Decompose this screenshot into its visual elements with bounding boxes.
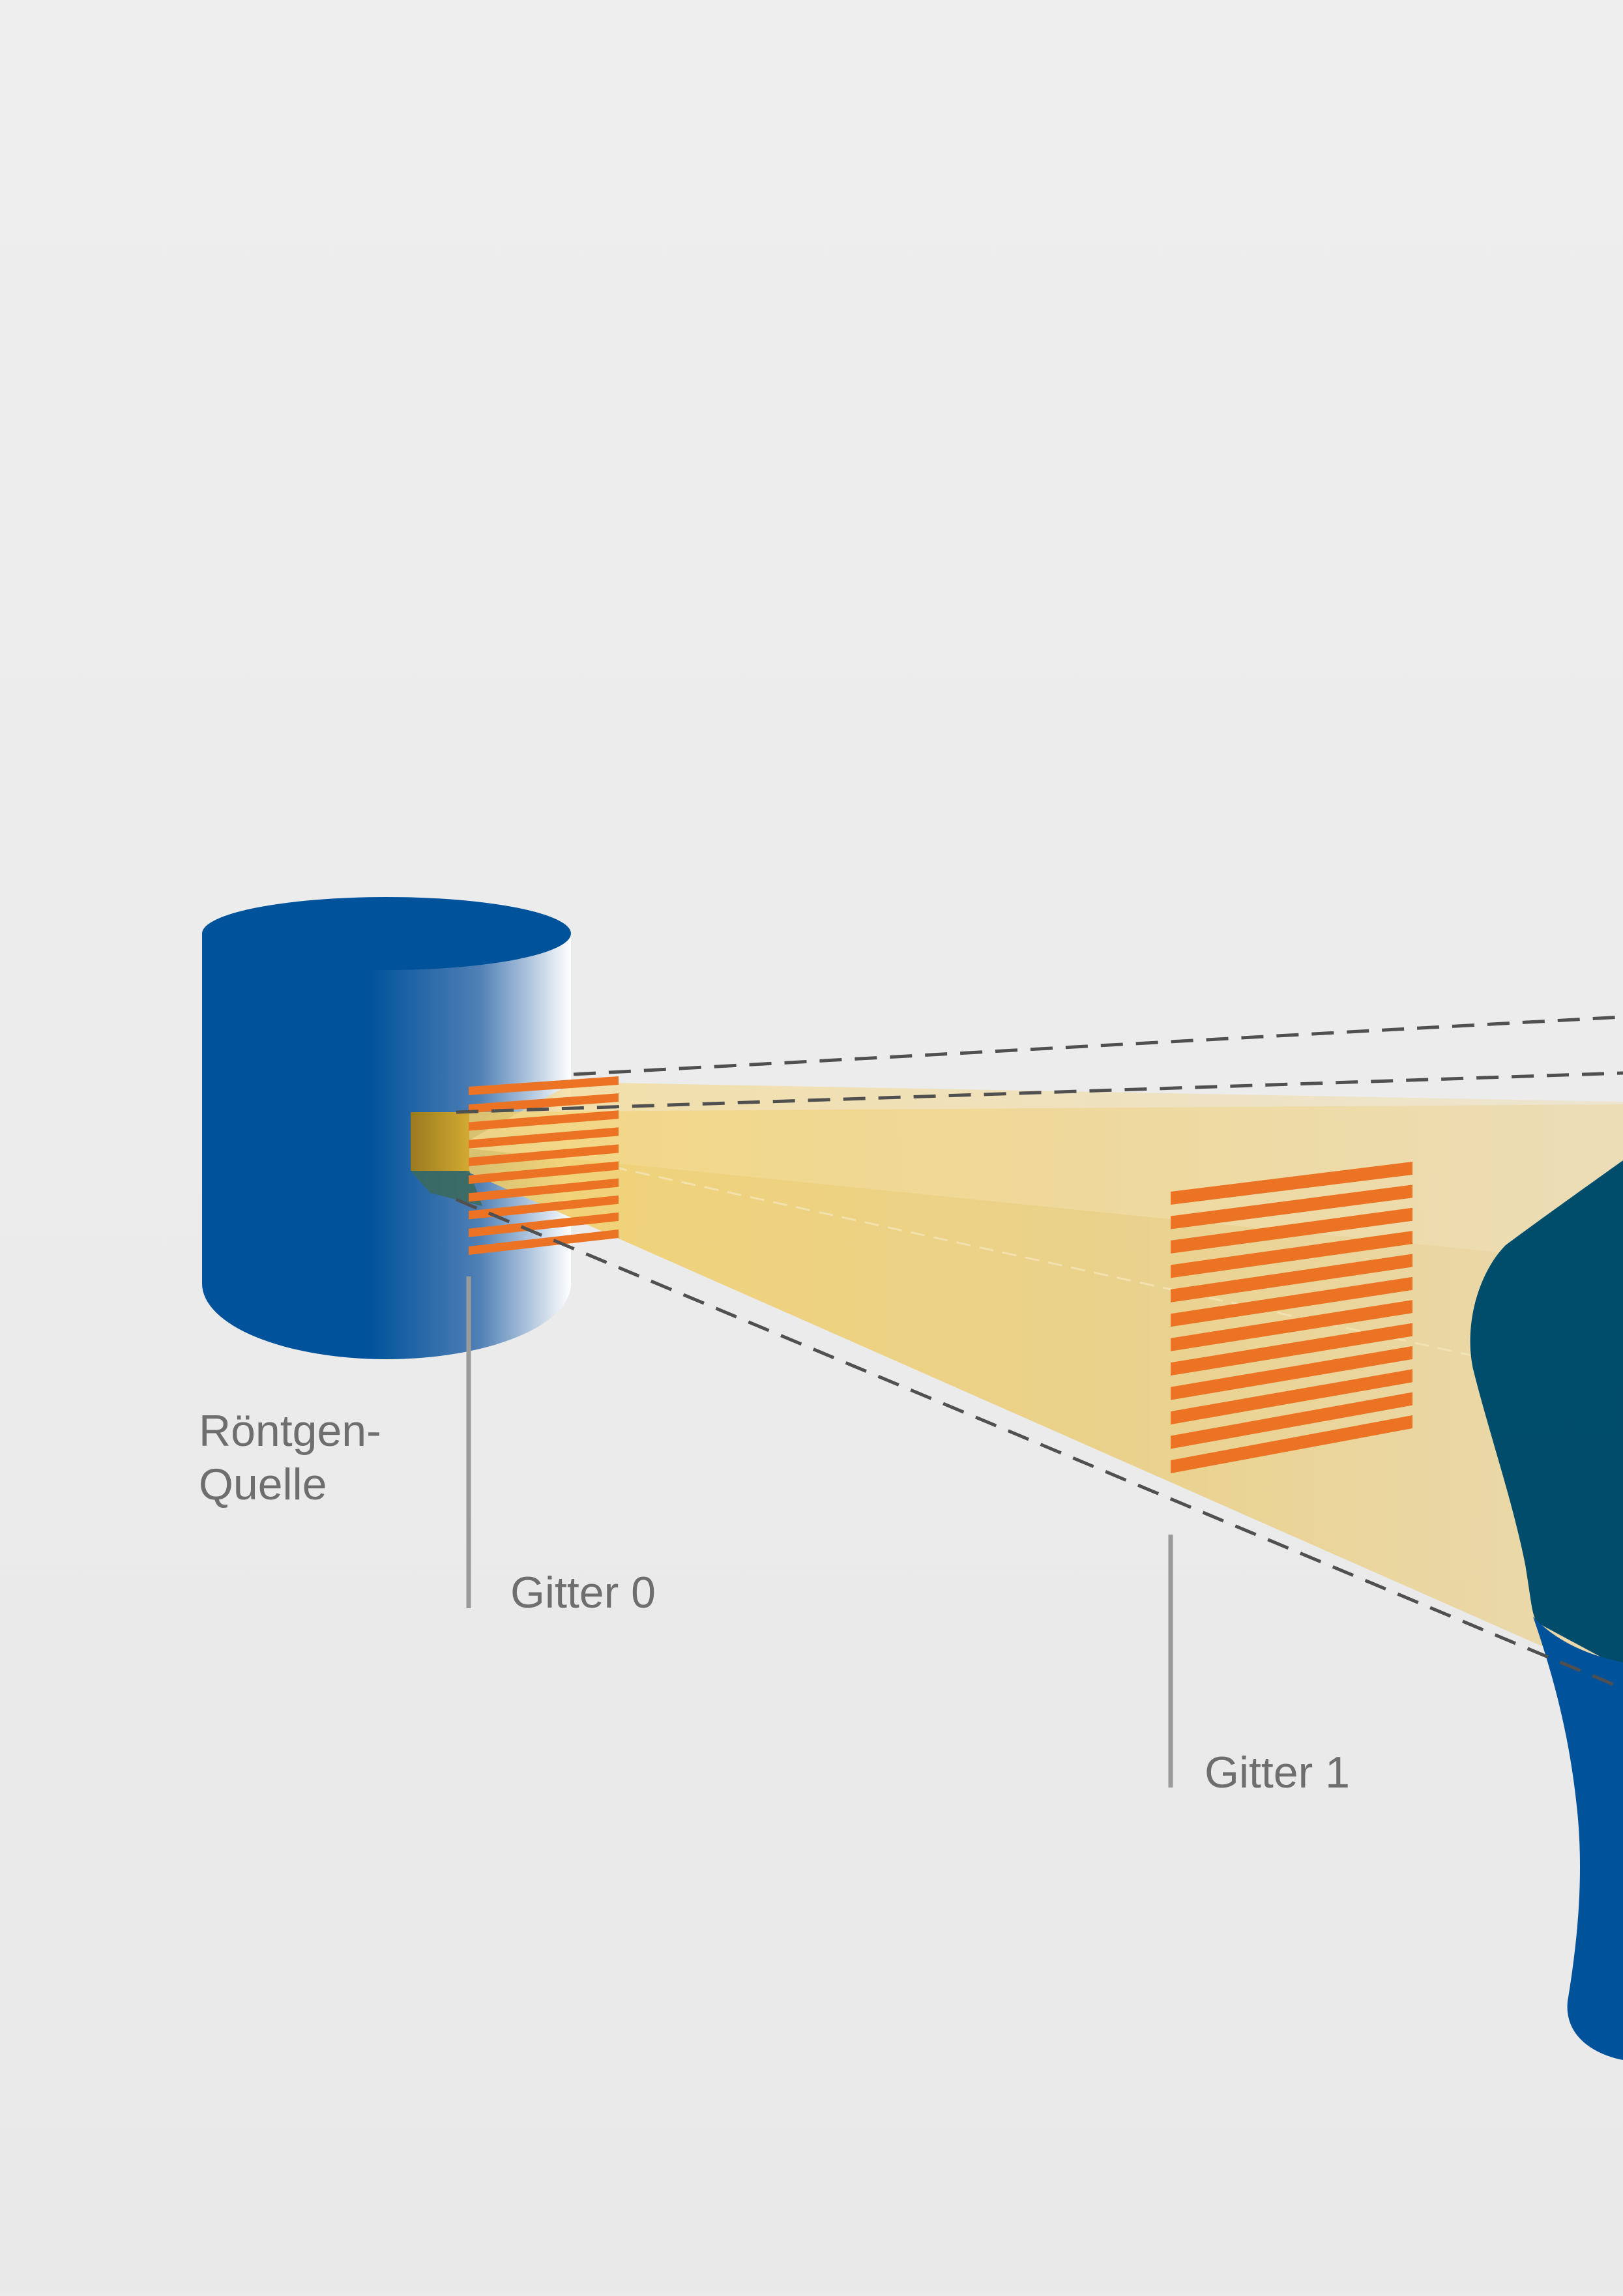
grating-stripe (1171, 1185, 1412, 1229)
grating-stripe (1171, 1415, 1412, 1473)
grating-stripe (1171, 1162, 1412, 1205)
grating-stripe (1171, 1231, 1412, 1278)
grating-stripe (469, 1178, 619, 1202)
grating-stripe (469, 1212, 619, 1237)
grating-stripe (1171, 1346, 1412, 1400)
source-label-line2: Quelle (199, 1460, 327, 1509)
grating-1-icon (1171, 1162, 1412, 1473)
grating-stripe (1171, 1323, 1412, 1376)
grating-stripe (1171, 1254, 1412, 1303)
grating-stripe (469, 1076, 619, 1095)
dashed-beam-lines (456, 1015, 1623, 1690)
tube-port-icon (411, 1112, 482, 1206)
grating-stripe (1171, 1369, 1412, 1425)
grating-stripe (469, 1229, 619, 1255)
grating-stripe (1171, 1207, 1412, 1254)
grating-stripe (1171, 1300, 1412, 1351)
grating-stripe (469, 1161, 619, 1185)
grating-stripe (469, 1195, 619, 1220)
sample-object-icon (1470, 1160, 1623, 2060)
grating-stripe (469, 1127, 619, 1149)
grating-0-icon (469, 1076, 619, 1255)
grating-stripe (469, 1144, 619, 1166)
grating-stripe (469, 1093, 619, 1113)
source-label-line1: Röntgen- (199, 1406, 381, 1456)
grating-stripe (1171, 1392, 1412, 1449)
grating-stripe (1171, 1276, 1412, 1327)
grating-stripe (469, 1110, 619, 1131)
grating-0-label: Gitter 0 (510, 1568, 656, 1617)
grating-1-label: Gitter 1 (1205, 1748, 1350, 1797)
